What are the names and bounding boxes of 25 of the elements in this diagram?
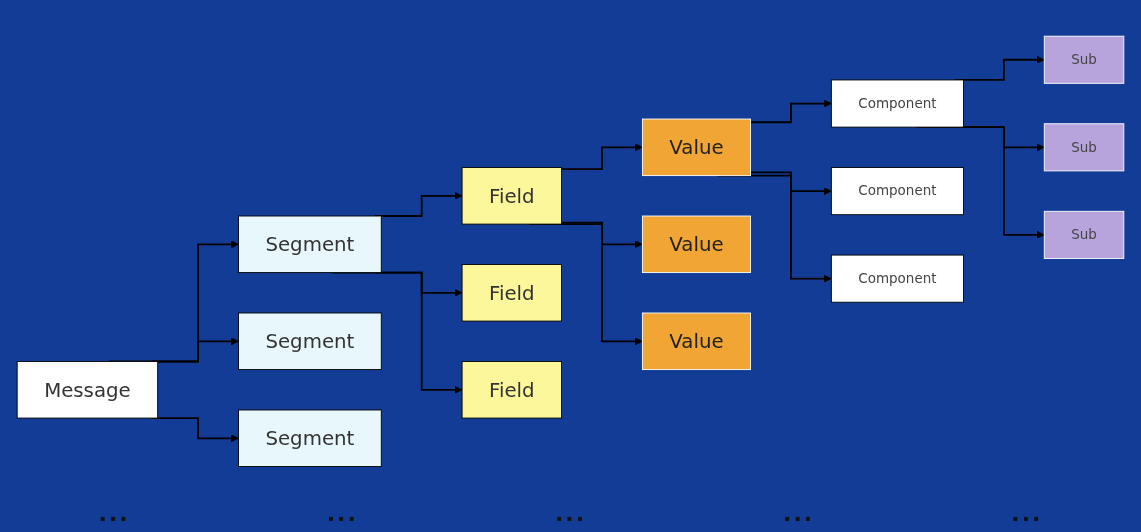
node-box: Segment	[238, 409, 382, 467]
ellipsis-text: ...	[326, 501, 358, 526]
node-box: Segment	[238, 215, 382, 273]
node-box: Component	[830, 79, 964, 128]
node-box: Field	[461, 263, 563, 322]
node-box: Component	[830, 166, 964, 215]
node-box: Value	[641, 312, 751, 370]
node-box: Sub	[1043, 210, 1125, 259]
node-box: Segment	[238, 312, 382, 370]
node-box: Field	[461, 360, 563, 419]
ellipsis-text: ...	[98, 501, 130, 526]
ellipsis-text: ...	[554, 501, 586, 526]
ellipsis-text: ...	[1011, 501, 1043, 526]
node-box: Sub	[1043, 122, 1125, 171]
arrow	[749, 99, 832, 123]
arrow	[749, 171, 832, 195]
arrow	[560, 221, 643, 248]
arrow	[560, 143, 643, 170]
node-box: Value	[641, 118, 751, 176]
node-box: Value	[641, 215, 751, 273]
ellipsis-text: ...	[783, 501, 815, 526]
node-box: Field	[461, 166, 563, 225]
node-box: Message	[16, 360, 159, 419]
node-box: Component	[830, 254, 964, 303]
node-box: Sub	[1043, 35, 1125, 84]
